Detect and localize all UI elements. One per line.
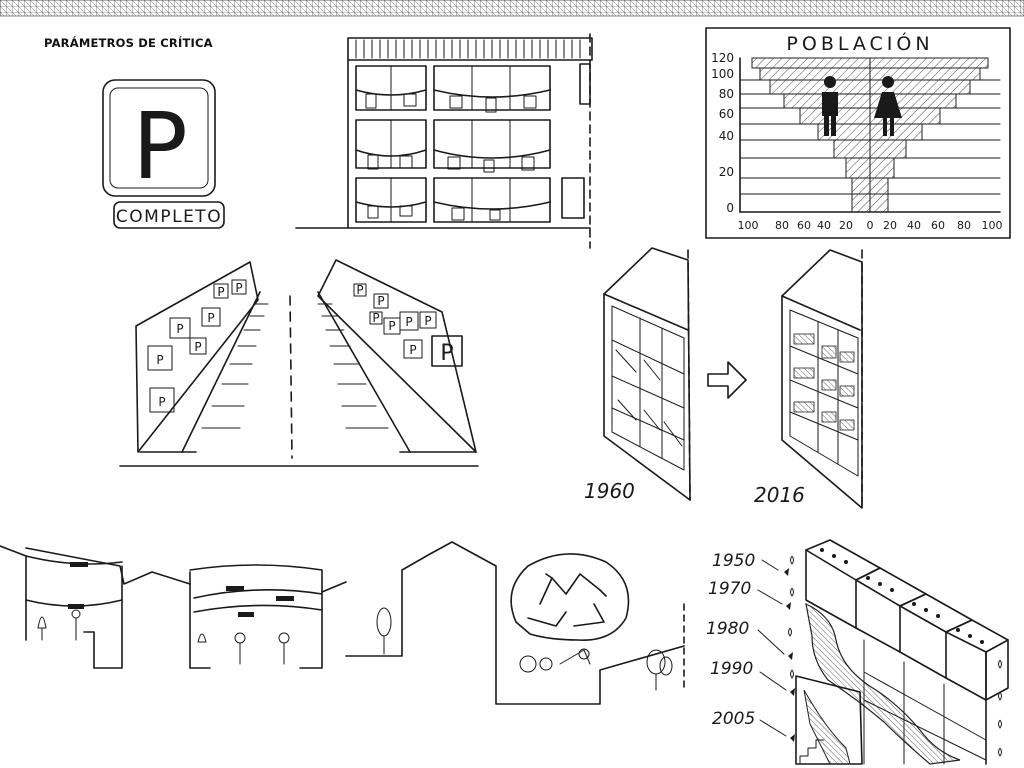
timeline-year-1950: 1950 [712, 551, 755, 571]
p-sign-letter: P [377, 294, 384, 308]
x-tick-label: 40 [817, 219, 831, 232]
arrow-right-icon [707, 361, 747, 399]
building-2016-drawing: 2016 [754, 249, 863, 509]
female-figure-icon [874, 76, 902, 136]
parking-sign: P COMPLETO [102, 79, 225, 229]
y-tick-label: 20 [719, 165, 734, 179]
timeline-year-1990: 1990 [710, 659, 753, 679]
street-perspective-drawing: P P P P P P P P P P P P P P P [119, 259, 479, 467]
x-tick-label: 100 [738, 219, 759, 232]
top-pattern-strip [0, 0, 1024, 17]
population-pyramid: POBLACIÓN [705, 27, 1011, 239]
p-sign-letter: P [409, 343, 416, 357]
x-tick-label: 80 [957, 219, 971, 232]
x-tick-label: 80 [775, 219, 789, 232]
year-label-2016: 2016 [754, 483, 805, 507]
x-tick-label: 60 [797, 219, 811, 232]
page-title: PARÁMETROS DE CRÍTICA [44, 36, 213, 50]
x-tick-label: 0 [867, 219, 874, 232]
y-tick-label: 60 [719, 107, 734, 121]
p-sign-letter: P [235, 281, 242, 295]
facade-laundry-drawing [295, 33, 593, 249]
y-tick-label: 40 [719, 129, 734, 143]
timeline-year-2005: 2005 [712, 709, 755, 729]
x-tick-label: 100 [982, 219, 1003, 232]
p-sign-letter: P [217, 285, 224, 299]
p-sign-letter: P [356, 283, 363, 297]
parking-sign-label: COMPLETO [116, 207, 222, 227]
timeline-year-1980: 1980 [706, 619, 749, 639]
recycle-icon [510, 553, 630, 641]
street-sections-drawing [0, 541, 685, 705]
p-sign-letter: P [176, 322, 183, 336]
p-sign-letter: P [194, 340, 201, 354]
building-1960-drawing: 1960 [584, 247, 691, 503]
x-tick-label: 20 [883, 219, 897, 232]
p-sign-letter: P [424, 314, 431, 328]
x-tick-label: 60 [931, 219, 945, 232]
p-sign-letter: P [405, 315, 412, 329]
timeline-year-1970: 1970 [708, 579, 751, 599]
p-sign-letter: P [372, 311, 379, 325]
male-figure-icon [822, 76, 838, 136]
year-label-1960: 1960 [584, 479, 635, 503]
x-tick-label: 40 [907, 219, 921, 232]
p-sign-letter: P [388, 319, 395, 333]
y-tick-label: 80 [719, 87, 734, 101]
x-tick-label: 20 [839, 219, 853, 232]
p-sign-letter: P [440, 341, 453, 366]
street-parking-signs-right: P P P P P P P P [353, 283, 463, 367]
parking-sign-letter: P [132, 93, 187, 200]
p-sign-letter: P [156, 353, 163, 367]
street-parking-signs-left: P P P P P P P [147, 279, 247, 413]
pyramid-y-axis-labels: 120 100 80 60 40 20 0 [711, 51, 734, 215]
population-chart-title: POBLACIÓN [786, 31, 933, 55]
p-sign-letter: P [207, 311, 214, 325]
y-tick-label: 120 [711, 51, 734, 65]
y-tick-label: 100 [711, 67, 734, 81]
y-tick-label: 0 [726, 201, 734, 215]
p-sign-letter: P [158, 395, 165, 409]
wall-layers-timeline: 1950 1970 1980 1990 2005 [706, 539, 1009, 765]
pyramid-x-axis-labels: 100 80 60 40 20 0 20 40 60 80 100 [738, 219, 1003, 232]
